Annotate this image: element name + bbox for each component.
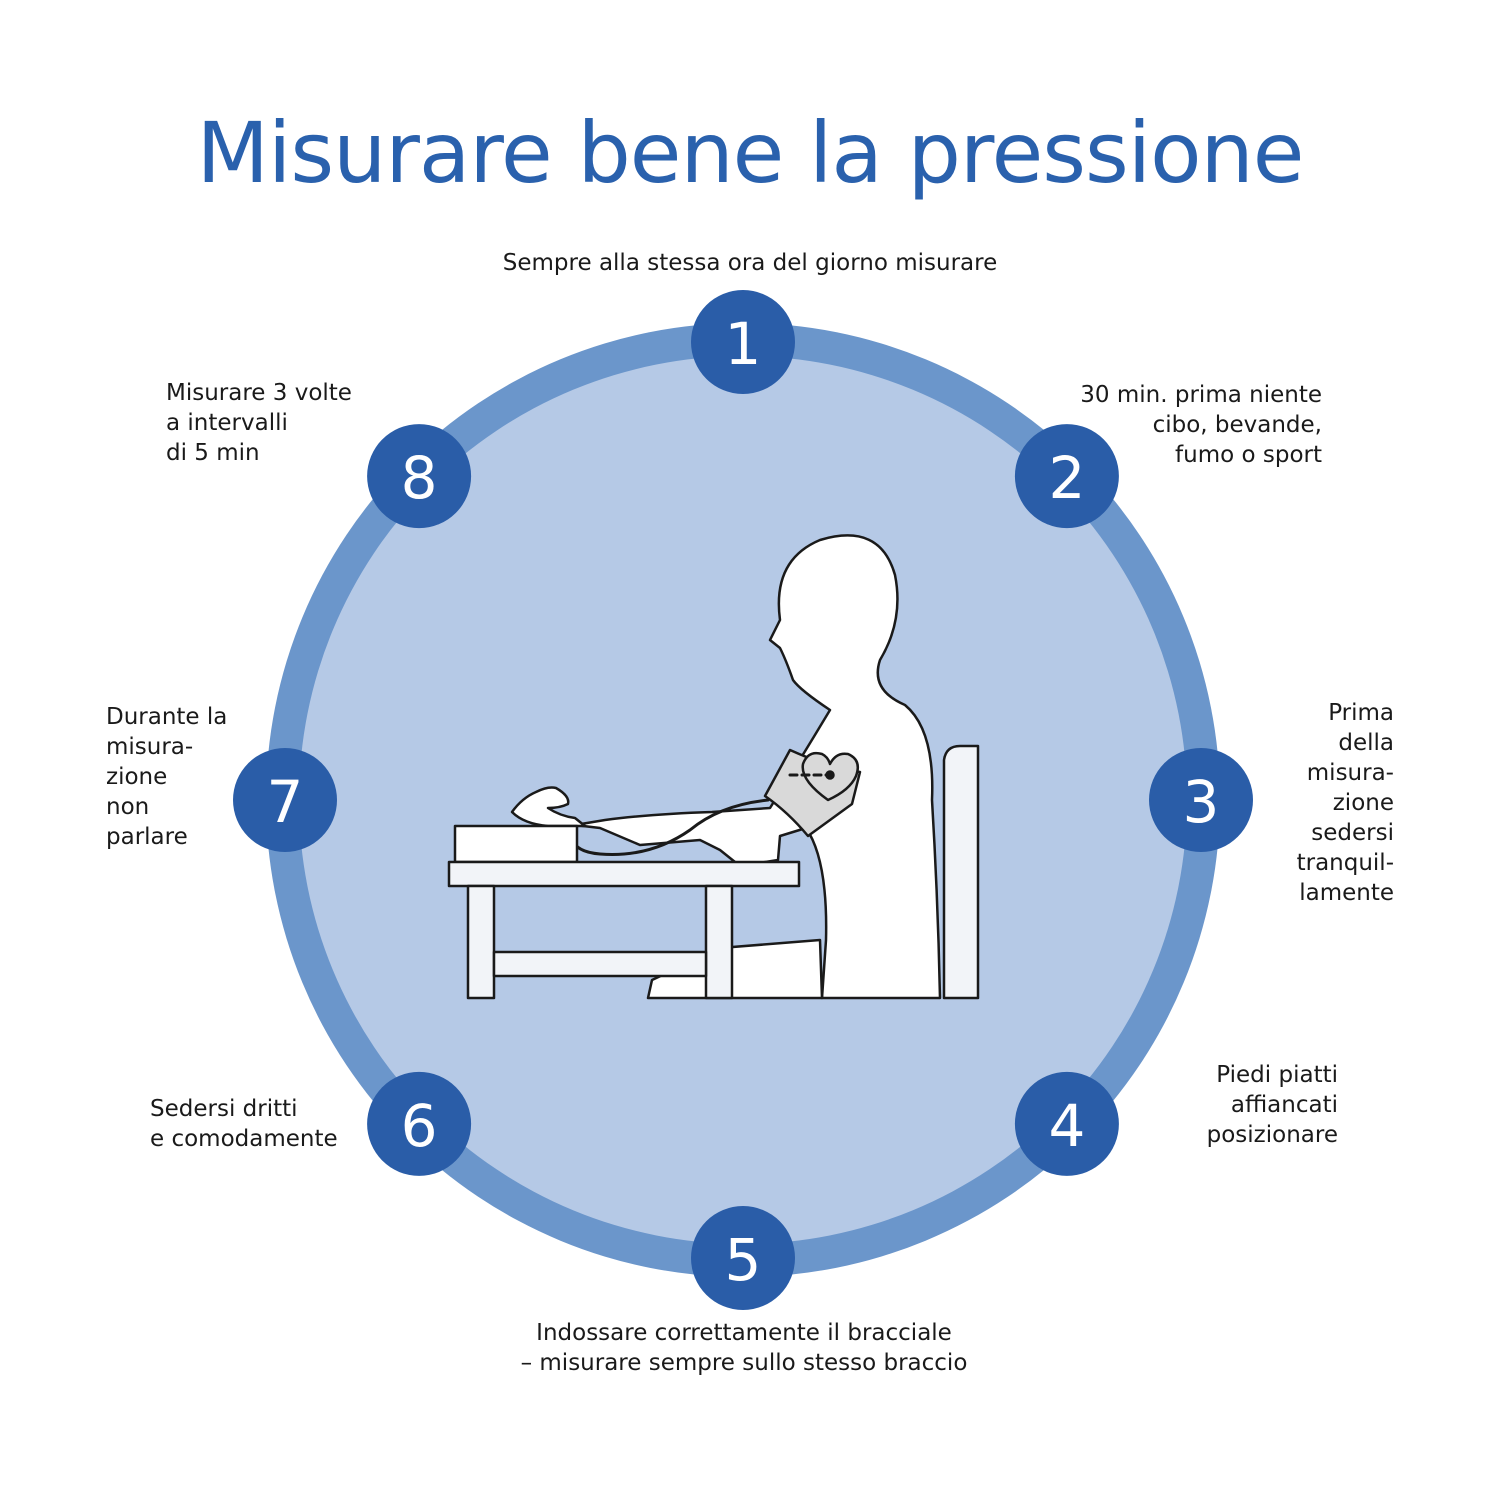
label-line: lamente (1299, 880, 1394, 906)
step-badge-5: 5 (691, 1206, 795, 1310)
step-5-label: Indossare correttamente il bracciale – mi… (0, 1318, 1488, 1378)
label-line: e comodamente (150, 1126, 338, 1152)
step-badge-number: 8 (401, 444, 438, 512)
step-badge-number: 5 (725, 1226, 762, 1294)
label-line: Indossare correttamente il bracciale (536, 1320, 952, 1346)
step-badge-3: 3 (1149, 748, 1253, 852)
step-badge-circle (1014, 424, 1119, 529)
step-badge-number: 7 (267, 768, 304, 836)
inner-disc (299, 356, 1187, 1244)
label-line: Durante la (106, 704, 228, 730)
heart-dot (825, 770, 835, 780)
label-line: – misurare sempre sullo stesso braccio (520, 1350, 968, 1376)
label-line: misura- (106, 734, 194, 760)
person-illustration (447, 534, 980, 1000)
step-badge-number: 4 (1048, 1092, 1085, 1160)
label-line: posizionare (1206, 1122, 1338, 1148)
step-3-label: Prima della misura-zione sedersi tranquil-la… (1297, 698, 1394, 908)
label-line: sedersi (1311, 820, 1394, 846)
step-badge-circle (1014, 1071, 1119, 1176)
step-badge-circle (367, 1071, 472, 1176)
label-line: della (1338, 730, 1394, 756)
step-2-label: 30 min. prima niente cibo, bevande, fumo o… (1080, 380, 1322, 470)
step-badge-6: 6 (367, 1071, 472, 1176)
step-badges: 1 2 3 4 5 6 7 8 (233, 290, 1253, 1310)
label-line: Sempre alla stessa ora del giorno misura… (502, 250, 998, 276)
blood-pressure-monitor (453, 824, 579, 864)
step-7-label: Durante la misura-zione non parlare (106, 702, 227, 852)
person-silhouette (573, 534, 942, 1000)
step-badge-1: 1 (691, 290, 795, 394)
step-badge-circle (1149, 748, 1253, 852)
step-8-label: Misurare 3 volte a intervalli di 5 min (166, 378, 352, 468)
step-4-label: Piedi piatti affiancati posizionare (1207, 1060, 1338, 1150)
label-line: Piedi piatti (1216, 1062, 1338, 1088)
label-line: di 5 min (166, 440, 260, 466)
table-leg-right (704, 884, 734, 1000)
chair (942, 744, 980, 1000)
step-badge-number: 6 (401, 1092, 438, 1160)
step-badge-7: 7 (233, 748, 337, 852)
label-line: Prima (1328, 700, 1394, 726)
label-line: cibo, bevande, (1152, 412, 1322, 438)
label-line: a intervalli (166, 410, 288, 436)
step-badge-number: 1 (725, 310, 762, 378)
table-top (447, 860, 801, 888)
step-badge-8: 8 (367, 424, 472, 529)
label-line: fumo o sport (1175, 442, 1322, 468)
label-line: non (106, 794, 150, 820)
step-badge-4: 4 (1014, 1071, 1119, 1176)
label-line: zione (1332, 790, 1394, 816)
label-line: Misurare 3 volte (166, 380, 352, 406)
step-badge-circle (691, 1206, 795, 1310)
thigh (646, 938, 824, 1000)
step-badge-circle (233, 748, 337, 852)
label-line: 30 min. prima niente (1080, 382, 1322, 408)
step-badge-circle (691, 290, 795, 394)
step-badge-number: 3 (1183, 768, 1220, 836)
table-crossbar (492, 950, 708, 978)
label-line: Sedersi dritti (150, 1096, 298, 1122)
step-badge-2: 2 (1014, 424, 1119, 529)
label-line: zione (106, 764, 168, 790)
table-leg-left (466, 884, 496, 1000)
page-title: Misurare bene la pressione (196, 104, 1305, 202)
step-6-label: Sedersi dritti e comodamente (150, 1094, 338, 1154)
step-badge-number: 2 (1048, 444, 1085, 512)
label-line: parlare (106, 824, 188, 850)
label-line: tranquil- (1296, 850, 1394, 876)
label-line: misura- (1306, 760, 1394, 786)
step-1-label: Sempre alla stessa ora del giorno misura… (0, 248, 1500, 278)
tube (570, 798, 770, 856)
label-line: affiancati (1230, 1092, 1338, 1118)
step-badge-circle (367, 424, 472, 529)
